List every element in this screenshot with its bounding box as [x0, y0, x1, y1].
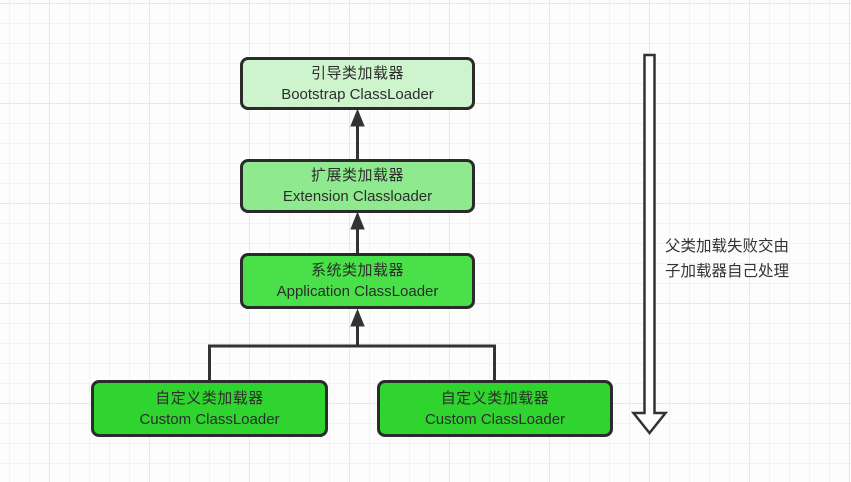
node-label-zh: 扩展类加载器 — [310, 167, 404, 184]
node-extension-classloader[interactable]: 扩展类加载器 Extension Classloader — [240, 159, 475, 213]
arrow-extension-to-bootstrap[interactable] — [350, 108, 365, 159]
arrow-custom-to-application[interactable] — [350, 308, 365, 327]
arrow-application-to-extension[interactable] — [350, 211, 365, 253]
side-note-line-1: 父类加载失败交由 — [665, 238, 790, 255]
node-bootstrap-classloader[interactable]: 引导类加载器 Bootstrap ClassLoader — [240, 57, 475, 110]
side-note[interactable]: 父类加载失败交由 子加载器自己处理 — [665, 234, 789, 284]
node-label-en: Custom ClassLoader — [424, 410, 566, 428]
node-label-en: Bootstrap ClassLoader — [281, 85, 434, 103]
delegation-failure-arrow[interactable] — [630, 53, 669, 436]
node-label-zh: 引导类加载器 — [310, 64, 404, 82]
node-label-en: Extension Classloader — [282, 188, 433, 205]
node-custom-classloader-right[interactable]: 自定义类加载器 Custom ClassLoader — [377, 380, 613, 437]
node-label-zh: 自定义类加载器 — [440, 389, 550, 407]
node-label-en: Custom ClassLoader — [139, 410, 280, 428]
side-note-line-2: 子加载器自己处理 — [665, 263, 790, 280]
node-label-zh: 自定义类加载器 — [155, 389, 264, 407]
node-label-zh: 系统类加载器 — [310, 262, 404, 279]
connector-custom-branch[interactable] — [208, 324, 496, 380]
node-custom-classloader-left[interactable]: 自定义类加载器 Custom ClassLoader — [91, 380, 328, 437]
node-label-en: Application ClassLoader — [276, 283, 439, 300]
node-application-classloader[interactable]: 系统类加载器 Application ClassLoader — [240, 253, 475, 309]
